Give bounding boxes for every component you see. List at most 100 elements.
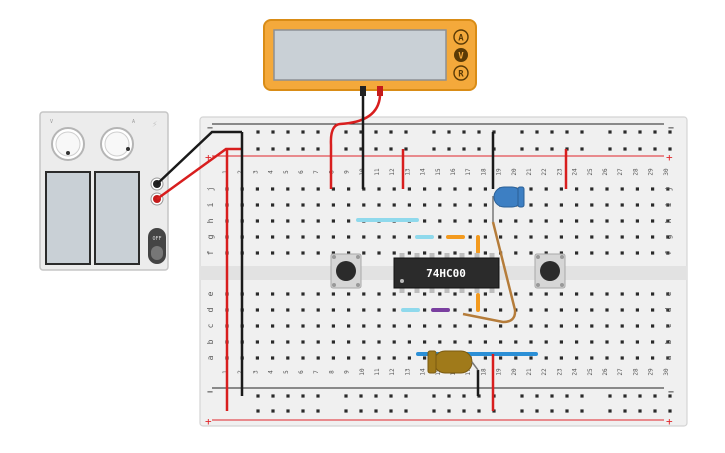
breadboard-hole[interactable] bbox=[559, 324, 563, 328]
breadboard-hole[interactable] bbox=[438, 203, 442, 207]
breadboard-hole[interactable] bbox=[620, 187, 624, 191]
rail-hole[interactable] bbox=[447, 409, 451, 413]
breadboard-hole[interactable] bbox=[529, 308, 533, 312]
breadboard-hole[interactable] bbox=[377, 203, 381, 207]
rail-hole[interactable] bbox=[623, 130, 627, 134]
breadboard-hole[interactable] bbox=[559, 203, 563, 207]
rail-hole[interactable] bbox=[432, 409, 436, 413]
breadboard-hole[interactable] bbox=[605, 203, 609, 207]
breadboard-hole[interactable] bbox=[620, 251, 624, 255]
rail-hole[interactable] bbox=[404, 394, 408, 398]
rail-hole[interactable] bbox=[404, 409, 408, 413]
breadboard-hole[interactable] bbox=[544, 219, 548, 223]
breadboard-hole[interactable] bbox=[377, 356, 381, 360]
rail-hole[interactable] bbox=[286, 130, 290, 134]
breadboard-hole[interactable] bbox=[255, 340, 259, 344]
breadboard-hole[interactable] bbox=[301, 356, 305, 360]
breadboard-hole[interactable] bbox=[453, 187, 457, 191]
breadboard-hole[interactable] bbox=[392, 324, 396, 328]
breadboard-hole[interactable] bbox=[286, 340, 290, 344]
rail-hole[interactable] bbox=[638, 409, 642, 413]
breadboard-hole[interactable] bbox=[544, 356, 548, 360]
rail-hole[interactable] bbox=[301, 409, 305, 413]
breadboard-hole[interactable] bbox=[392, 292, 396, 296]
breadboard-hole[interactable] bbox=[590, 203, 594, 207]
breadboard-hole[interactable] bbox=[407, 203, 411, 207]
breadboard-hole[interactable] bbox=[331, 292, 335, 296]
pushbutton-right[interactable] bbox=[534, 253, 566, 289]
breadboard-hole[interactable] bbox=[544, 340, 548, 344]
breadboard-hole[interactable] bbox=[605, 340, 609, 344]
rail-hole[interactable] bbox=[301, 130, 305, 134]
breadboard-hole[interactable] bbox=[559, 219, 563, 223]
breadboard-hole[interactable] bbox=[423, 356, 427, 360]
breadboard-hole[interactable] bbox=[620, 324, 624, 328]
breadboard-hole[interactable] bbox=[590, 308, 594, 312]
probe-plug-red[interactable] bbox=[377, 86, 383, 96]
breadboard-hole[interactable] bbox=[453, 251, 457, 255]
rail-hole[interactable] bbox=[653, 409, 657, 413]
breadboard-hole[interactable] bbox=[468, 219, 472, 223]
breadboard-hole[interactable] bbox=[407, 356, 411, 360]
breadboard-hole[interactable] bbox=[331, 203, 335, 207]
breadboard-hole[interactable] bbox=[590, 219, 594, 223]
breadboard-hole[interactable] bbox=[271, 356, 275, 360]
breadboard-hole[interactable] bbox=[635, 356, 639, 360]
breadboard-hole[interactable] bbox=[271, 251, 275, 255]
wire-brown-loop[interactable] bbox=[462, 221, 517, 324]
breadboard-hole[interactable] bbox=[620, 356, 624, 360]
rail-hole[interactable] bbox=[580, 409, 584, 413]
breadboard-hole[interactable] bbox=[438, 340, 442, 344]
rail-hole[interactable] bbox=[462, 409, 466, 413]
breadboard-hole[interactable] bbox=[286, 235, 290, 239]
breadboard-hole[interactable] bbox=[590, 187, 594, 191]
rail-hole[interactable] bbox=[256, 409, 260, 413]
breadboard-hole[interactable] bbox=[271, 340, 275, 344]
rail-hole[interactable] bbox=[608, 394, 612, 398]
breadboard-hole[interactable] bbox=[514, 324, 518, 328]
rail-hole[interactable] bbox=[520, 147, 524, 151]
breadboard-hole[interactable] bbox=[635, 219, 639, 223]
rail-hole[interactable] bbox=[608, 130, 612, 134]
rail-hole[interactable] bbox=[462, 130, 466, 134]
rail-hole[interactable] bbox=[668, 409, 672, 413]
multimeter[interactable]: A V R bbox=[263, 19, 477, 96]
breadboard-hole[interactable] bbox=[651, 308, 655, 312]
breadboard-hole[interactable] bbox=[286, 251, 290, 255]
breadboard-hole[interactable] bbox=[331, 187, 335, 191]
rail-hole[interactable] bbox=[580, 394, 584, 398]
rail-hole[interactable] bbox=[653, 147, 657, 151]
rail-hole[interactable] bbox=[447, 130, 451, 134]
breadboard-hole[interactable] bbox=[651, 340, 655, 344]
breadboard-hole[interactable] bbox=[301, 324, 305, 328]
breadboard-hole[interactable] bbox=[651, 292, 655, 296]
breadboard-hole[interactable] bbox=[362, 356, 366, 360]
breadboard-hole[interactable] bbox=[468, 203, 472, 207]
breadboard-hole[interactable] bbox=[438, 235, 442, 239]
rail-hole[interactable] bbox=[477, 130, 481, 134]
breadboard-hole[interactable] bbox=[362, 324, 366, 328]
rail-hole[interactable] bbox=[447, 394, 451, 398]
breadboard-hole[interactable] bbox=[255, 251, 259, 255]
breadboard-hole[interactable] bbox=[575, 340, 579, 344]
breadboard-hole[interactable] bbox=[423, 324, 427, 328]
breadboard-hole[interactable] bbox=[575, 203, 579, 207]
breadboard-hole[interactable] bbox=[559, 187, 563, 191]
breadboard-hole[interactable] bbox=[483, 219, 487, 223]
breadboard-hole[interactable] bbox=[499, 356, 503, 360]
breadboard-hole[interactable] bbox=[362, 340, 366, 344]
breadboard-hole[interactable] bbox=[529, 219, 533, 223]
breadboard-hole[interactable] bbox=[301, 340, 305, 344]
rail-hole[interactable] bbox=[653, 394, 657, 398]
rail-hole[interactable] bbox=[374, 130, 378, 134]
breadboard-hole[interactable] bbox=[666, 356, 670, 360]
rail-hole[interactable] bbox=[580, 147, 584, 151]
breadboard-hole[interactable] bbox=[605, 292, 609, 296]
breadboard-hole[interactable] bbox=[590, 292, 594, 296]
breadboard-hole[interactable] bbox=[286, 187, 290, 191]
rail-hole[interactable] bbox=[535, 394, 539, 398]
breadboard-hole[interactable] bbox=[377, 308, 381, 312]
breadboard-hole[interactable] bbox=[377, 187, 381, 191]
breadboard-hole[interactable] bbox=[347, 356, 351, 360]
breadboard-hole[interactable] bbox=[468, 251, 472, 255]
